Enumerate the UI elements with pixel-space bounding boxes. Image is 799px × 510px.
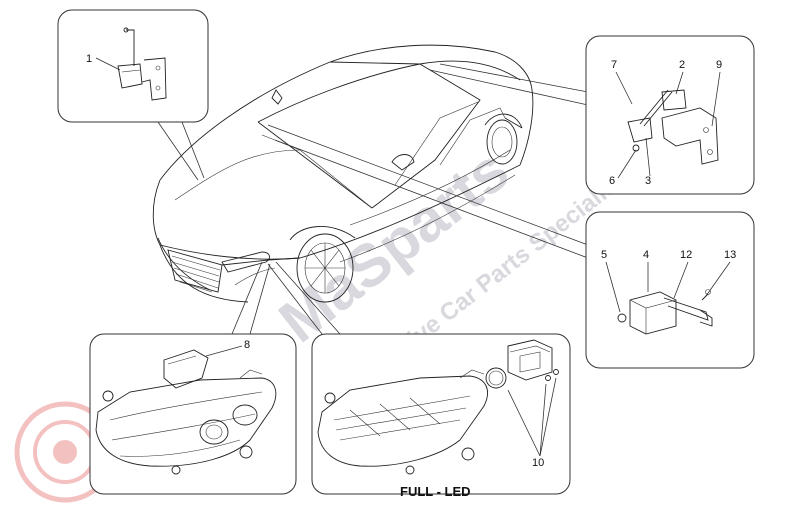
rear-wheel	[484, 113, 523, 165]
callout-13: 13	[724, 249, 736, 261]
callout-4: 4	[643, 249, 649, 261]
watermark-brand: MaSparts	[267, 136, 521, 355]
car-illustration	[152, 44, 534, 303]
callout-10: 10	[532, 457, 544, 469]
callout-8: 8	[244, 339, 250, 351]
callout-6: 6	[609, 175, 615, 187]
panel-headlamp-standard: 8	[89, 333, 297, 495]
panel-control-unit: 5 4 12 13	[585, 211, 755, 369]
panel-headlamp-full-led: 10	[311, 333, 571, 495]
panel-rear-sensor: 7 2 9 6 3	[585, 35, 755, 195]
callout-12: 12	[680, 249, 692, 261]
front-wheel	[289, 226, 356, 303]
callout-5: 5	[601, 249, 607, 261]
callout-1: 1	[86, 53, 92, 65]
full-led-caption: FULL - LED	[400, 484, 471, 499]
callout-7: 7	[611, 59, 617, 71]
leader-lines	[157, 63, 589, 335]
callout-2: 2	[679, 59, 685, 71]
callout-3: 3	[645, 175, 651, 187]
callout-9: 9	[716, 59, 722, 71]
panel-level-sensor: 1	[57, 9, 209, 123]
